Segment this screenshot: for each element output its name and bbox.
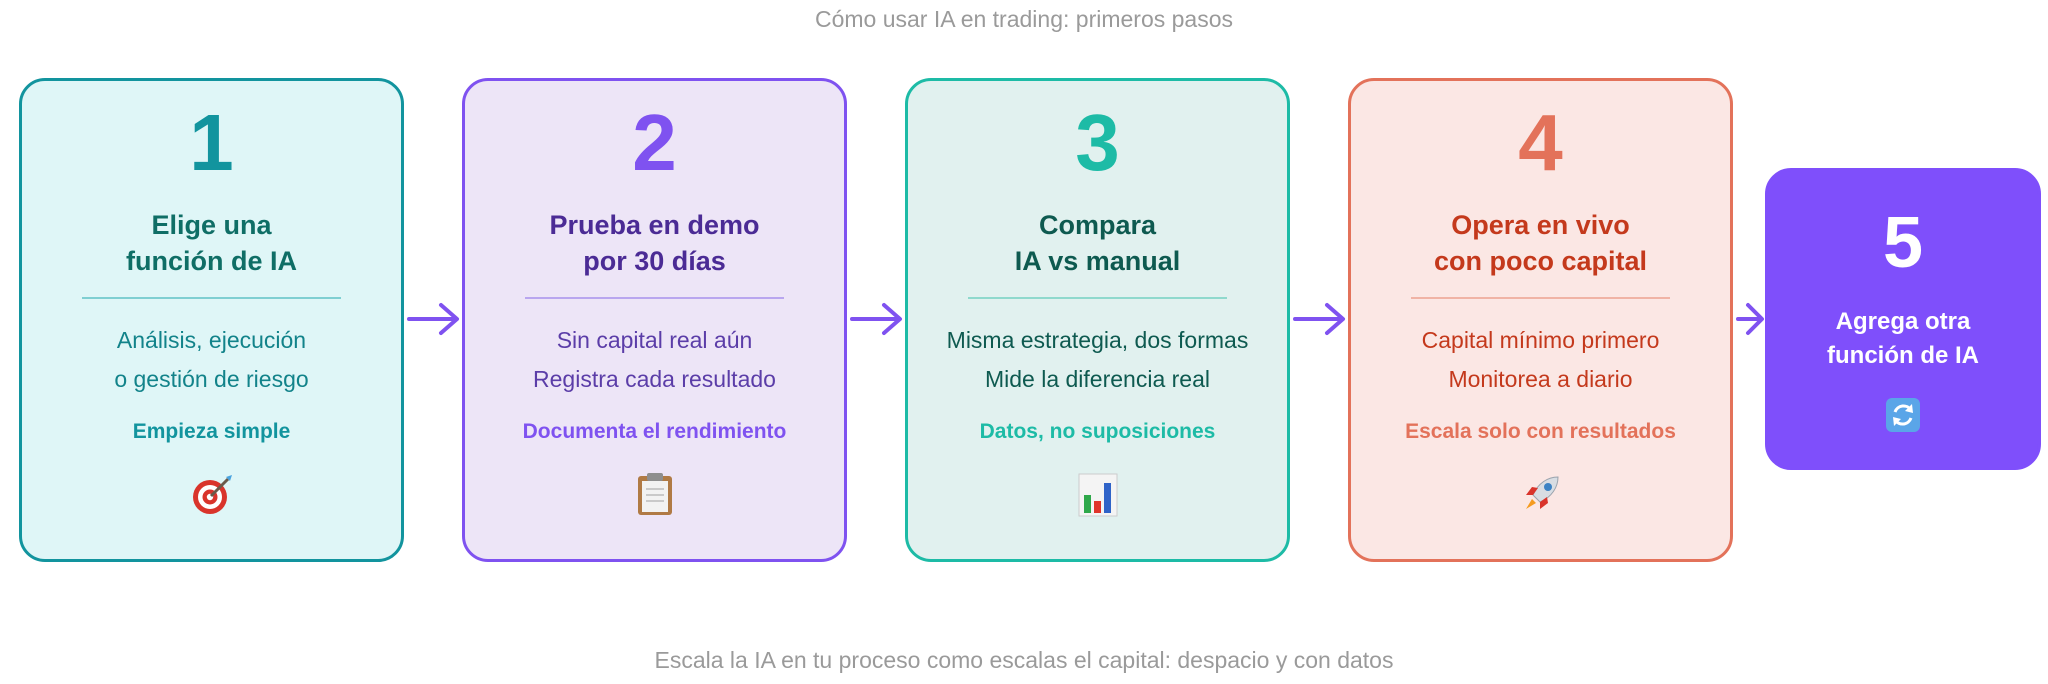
step-body: Análisis, ejecución o gestión de riesgo <box>22 321 401 399</box>
divider <box>82 297 341 299</box>
divider <box>1411 297 1670 299</box>
divider <box>525 297 784 299</box>
step-heading-line: IA vs manual <box>1014 246 1181 276</box>
step-body-line: Misma estrategia, dos formas <box>946 327 1249 353</box>
step-heading-line: Prueba en demo <box>549 210 760 240</box>
step-number: 5 <box>1882 203 1924 283</box>
step-body-line: Capital mínimo primero <box>1421 327 1660 353</box>
step-tag: Escala solo con resultados <box>1405 420 1676 443</box>
step-number: 1 <box>189 98 234 187</box>
diagram-footer: Escala la IA en tu proceso como escalas … <box>654 647 1394 673</box>
step-body-line: Análisis, ejecución <box>116 327 307 353</box>
arrow-right-icon <box>850 303 902 335</box>
arrow-right-icon <box>1293 303 1345 335</box>
bar-chart-icon <box>1078 473 1118 522</box>
step-number: 2 <box>632 98 677 187</box>
clipboard-icon <box>635 471 675 522</box>
step-heading-line: función de IA <box>126 246 297 276</box>
step-number: 3 <box>1075 98 1120 187</box>
arrow-right-icon <box>407 303 459 335</box>
step-body: Capital mínimo primero Monitorea a diari… <box>1351 321 1730 399</box>
step-heading-line: por 30 días <box>583 246 726 276</box>
step-heading: Agrega otra función de IA <box>1768 305 2038 373</box>
step-body-line: o gestión de riesgo <box>114 366 309 392</box>
step-tag: Documenta el rendimiento <box>522 420 787 443</box>
step-heading-line: Compara <box>1038 210 1157 240</box>
step-tag: Empieza simple <box>132 420 291 443</box>
step-heading: Elige una función de IA <box>22 207 401 279</box>
arrow-right-icon <box>1736 303 1764 335</box>
step-body: Misma estrategia, dos formas Mide la dif… <box>908 321 1287 399</box>
step-card-4: 4 Opera en vivo con poco capital Capital… <box>1348 78 1733 562</box>
step-heading-line: Opera en vivo <box>1451 210 1630 240</box>
repeat-icon <box>1885 397 1921 438</box>
divider <box>968 297 1227 299</box>
diagram-title: Cómo usar IA en trading: primeros pasos <box>814 6 1234 32</box>
step-card-3: 3 Compara IA vs manual Misma estrategia,… <box>905 78 1290 562</box>
step-card-1: 1 Elige una función de IA Análisis, ejec… <box>19 78 404 562</box>
step-tag: Datos, no suposiciones <box>979 420 1216 443</box>
step-body: Sin capital real aún Registra cada resul… <box>465 321 844 399</box>
rocket-icon <box>1518 471 1564 522</box>
step-heading: Prueba en demo por 30 días <box>465 207 844 279</box>
step-heading-line: Agrega otra <box>1835 308 1971 335</box>
step-body-line: Monitorea a diario <box>1448 366 1633 392</box>
step-heading: Opera en vivo con poco capital <box>1351 207 1730 279</box>
step-number: 4 <box>1518 98 1563 187</box>
step-card-2: 2 Prueba en demo por 30 días Sin capital… <box>462 78 847 562</box>
step-card-5: 5 Agrega otra función de IA <box>1765 168 2041 470</box>
target-icon <box>190 473 234 522</box>
step-body-line: Sin capital real aún <box>556 327 753 353</box>
step-heading-line: función de IA <box>1827 342 1979 369</box>
step-heading: Compara IA vs manual <box>908 207 1287 279</box>
step-body-line: Mide la diferencia real <box>984 366 1210 392</box>
step-heading-line: con poco capital <box>1433 246 1648 276</box>
step-heading-line: Elige una <box>151 210 272 240</box>
step-body-line: Registra cada resultado <box>533 366 776 392</box>
